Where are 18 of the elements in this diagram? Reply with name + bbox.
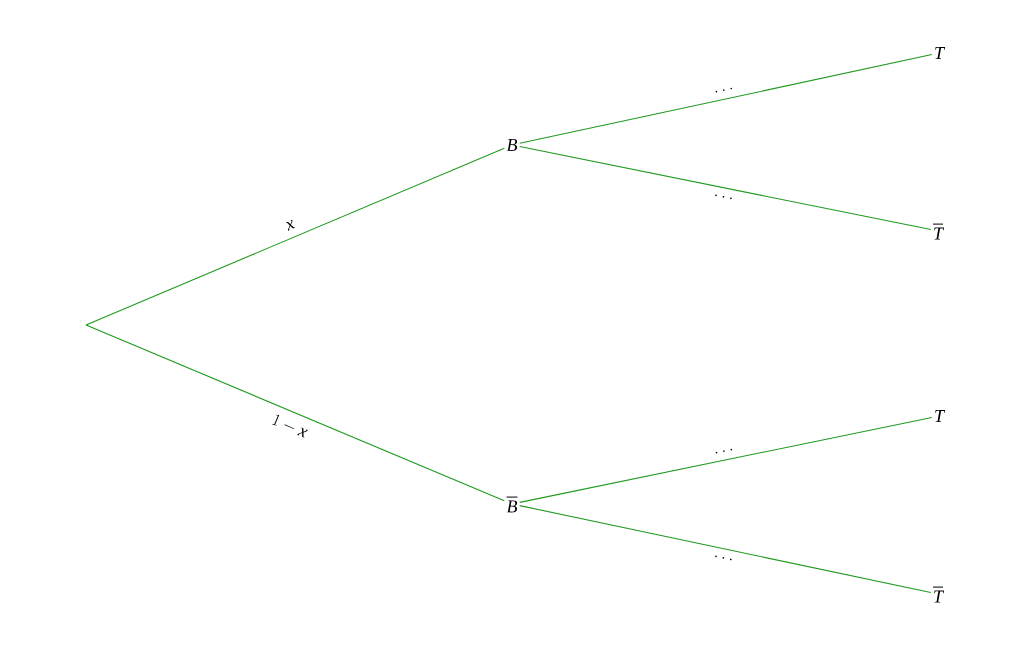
event-label: $\overline{B}$ — [506, 497, 518, 513]
branch-label: $\ldots$ — [715, 448, 733, 454]
event-label: $T$ — [935, 410, 946, 422]
branch-label: $\ldots$ — [715, 87, 733, 93]
event-label: $T$ — [935, 47, 946, 59]
branch-line — [519, 505, 932, 594]
branch-label: $1-x$ — [272, 414, 308, 438]
event-label: $\overline{T}$ — [933, 224, 945, 240]
branch-line — [85, 147, 505, 326]
branch-label: $\ldots$ — [715, 555, 732, 561]
branch-line — [85, 324, 505, 502]
branch-label: $x$ — [286, 220, 296, 231]
branch-line — [519, 146, 932, 231]
branch-line — [519, 416, 933, 503]
event-label: $\overline{T}$ — [933, 587, 945, 603]
branch-label: $\ldots$ — [715, 194, 732, 200]
event-label: $B$ — [506, 139, 518, 151]
branch-line — [519, 54, 933, 144]
